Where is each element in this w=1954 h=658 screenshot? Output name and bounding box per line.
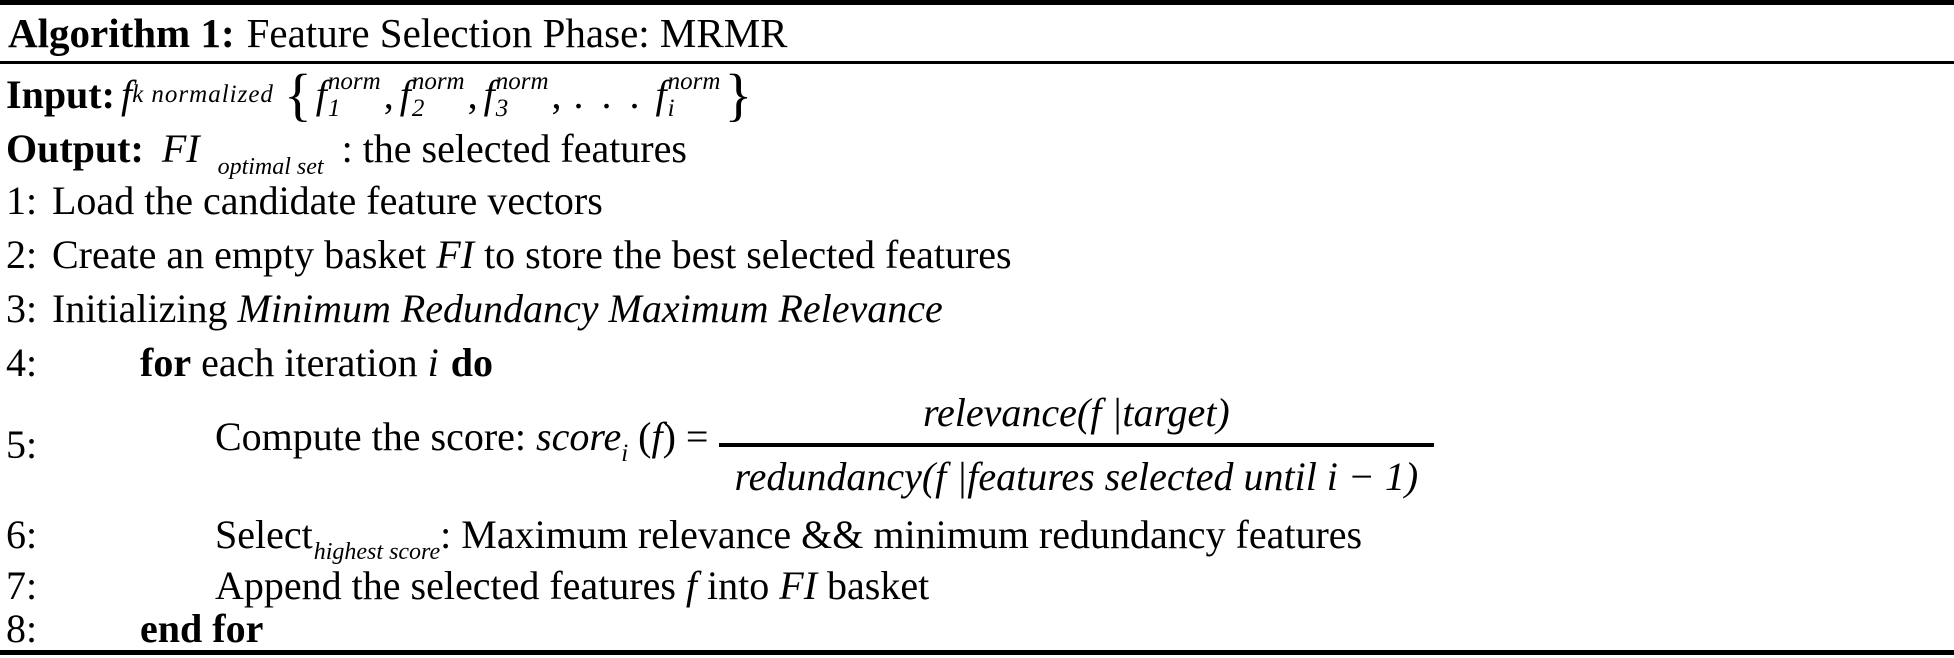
output-variable: FI [161,126,200,171]
comma: , [383,72,394,117]
step-6: 6: Selecthighest score: Maximum relevanc… [0,512,1954,575]
step-6-number: 6: [6,512,38,557]
end-for-keyword: end for [140,606,264,651]
open-brace: { [283,62,312,127]
equals-sign: ) = [662,413,709,459]
algorithm-title: Feature Selection Phase: MRMR [246,10,788,56]
fraction-denominator: redundancy(f |features selected until i … [734,454,1419,499]
step-7-post: basket [817,563,930,608]
step-5-text: Compute the score: scorei (f) = relevanc… [215,390,1435,500]
feature-f-variable: f [685,563,698,608]
feature-scripts-i: norm i [668,69,721,121]
top-rule [0,0,1954,5]
feature-subscript-i: i [667,95,675,122]
output-variable-subscript: optimal set [217,154,324,180]
feature-var-1: f [315,72,327,117]
feature-superscript-i: norm [667,68,721,95]
step-3-pre: Initializing [52,286,238,331]
step-1-number: 1: [6,178,38,223]
comma: , [551,72,562,117]
title-rule [0,61,1954,64]
step-8: 8: end for [0,606,1954,652]
ellipsis: . . . [573,72,644,117]
basket-variable: FI [436,232,475,277]
step-6-post: : Maximum relevance && minimum redundanc… [440,512,1363,557]
step-2-pre: Create an empty basket [52,232,437,277]
bottom-rule [0,650,1954,655]
step-3: 3: Initializing Minimum Redundancy Maxim… [0,286,1954,332]
step-5-pre: Compute the score: [215,413,537,459]
step-3-number: 3: [6,286,38,331]
step-2-text: Create an empty basket FI to store the b… [52,232,1012,278]
feature-superscript-2: norm [411,68,465,95]
step-7: 7: Append the selected features f into F… [0,563,1954,609]
step-4-number: 4: [6,340,38,385]
step-2-number: 2: [6,232,38,277]
feature-f-variable: f [651,413,663,459]
select-word: Select [215,512,313,557]
input-variable-subscript: k normalized [132,81,274,108]
select-subscript: highest score [313,539,441,565]
step-2: 2: Create an empty basket FI to store th… [0,232,1954,278]
step-5-number: 5: [6,422,38,467]
for-keyword: for [140,340,192,385]
score-variable: score [536,413,622,459]
feature-superscript-3: norm [495,68,549,95]
do-keyword: do [450,340,493,385]
step-1-text: Load the candidate feature vectors [52,178,603,223]
score-subscript: i [621,439,629,467]
input-line: Input: f k normalized { f norm 1 , f nor… [0,66,1954,124]
feature-superscript-1: norm [327,68,381,95]
close-brace: } [724,62,753,127]
feature-scripts-2: norm 2 [412,69,465,121]
step-7-pre: Append the selected features [215,563,686,608]
step-3-text: Initializing Minimum Redundancy Maximum … [52,286,943,332]
step-2-post: to store the best selected features [474,232,1012,277]
algorithm-header: Algorithm 1: Feature Selection Phase: MR… [0,5,1954,61]
basket-variable: FI [779,563,818,608]
step-7-number: 7: [6,563,38,608]
step-7-text: Append the selected features f into FI b… [215,563,929,609]
feature-scripts-1: norm 1 [328,69,381,121]
input-label: Input: [6,72,115,117]
fraction-numerator: relevance(f |target) [718,390,1435,447]
paren-open: ( [628,413,652,459]
feature-subscript-2: 2 [411,95,425,122]
feature-subscript-1: 1 [327,95,341,122]
step-1: 1: Load the candidate feature vectors [0,178,1954,224]
feature-var-3: f [483,72,495,117]
step-8-number: 8: [6,606,38,651]
feature-subscript-3: 3 [495,95,509,122]
step-5: 5: Compute the score: scorei (f) = relev… [0,384,1954,506]
score-equation-lhs: Compute the score: scorei (f) = [215,414,709,477]
feature-var-2: f [399,72,411,117]
step-4-mid: each iteration [191,340,428,385]
comma: , [467,72,478,117]
input-variable: f [120,72,133,117]
step-6-text: Selecthighest score: Maximum relevance &… [215,512,1362,575]
feature-scripts-3: norm 3 [496,69,549,121]
iteration-variable: i [427,340,439,385]
algorithm-label: Algorithm 1: [8,10,235,56]
mrmr-name: Minimum Redundancy Maximum Relevance [237,286,943,331]
output-line: Output: FI optimal set : the selected fe… [0,126,1954,190]
score-fraction: relevance(f |target) redundancy(f |featu… [718,390,1435,500]
output-label: Output: [6,126,144,171]
step-7-mid: into [697,563,780,608]
output-description: : the selected features [341,126,687,171]
feature-var-i: f [655,72,667,117]
